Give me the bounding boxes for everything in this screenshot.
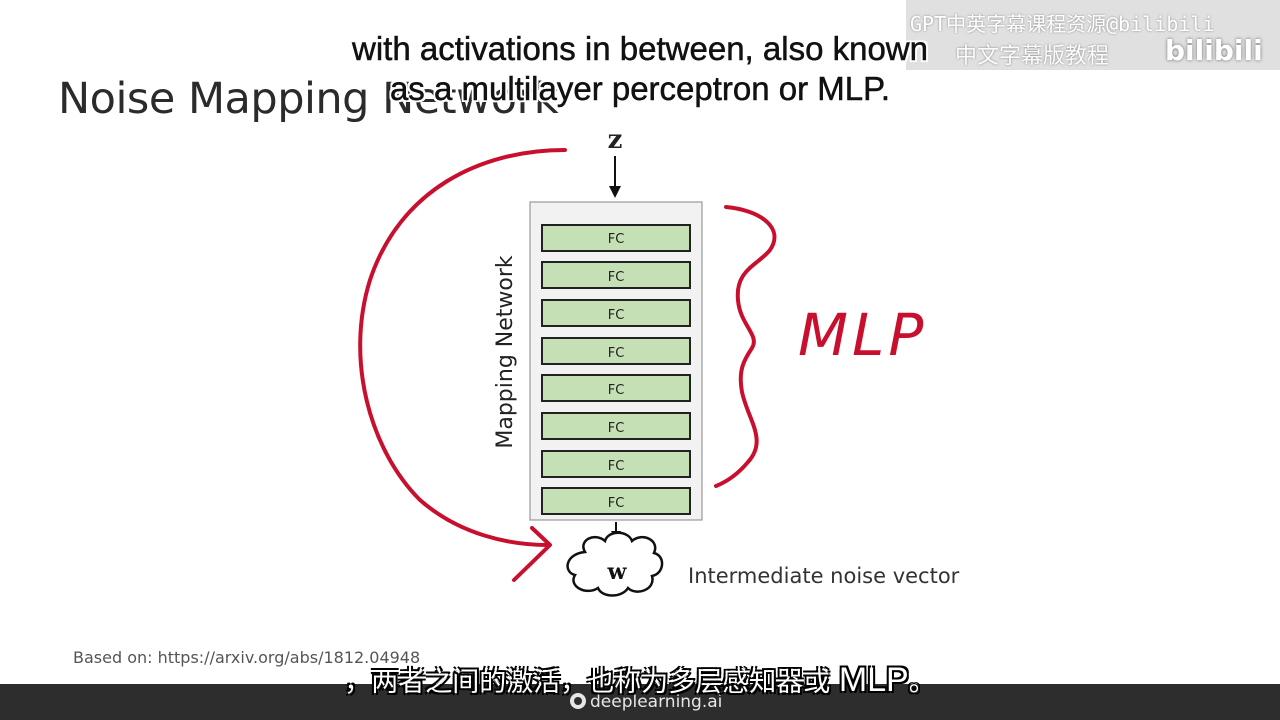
- input-arrow: [609, 156, 621, 198]
- brand-label: deeplearning.ai: [590, 692, 723, 712]
- subtitle-zh-text: ，两者之间的激活，也称为多层感知器或: [344, 667, 839, 698]
- fc-layer-label: FC: [608, 346, 625, 361]
- fc-layer-5: FC: [541, 374, 691, 402]
- fc-layer-label: FC: [608, 421, 625, 436]
- fc-layer-4: FC: [541, 337, 691, 365]
- fc-layer-6: FC: [541, 412, 691, 440]
- fc-layer-2: FC: [541, 261, 691, 289]
- fc-layer-8: FC: [541, 487, 691, 515]
- output-caption: Intermediate noise vector: [688, 564, 960, 588]
- brand: deeplearning.ai: [570, 692, 722, 712]
- fc-layer-label: FC: [608, 496, 625, 511]
- fc-layer-3: FC: [541, 299, 691, 327]
- mlp-annotation-label: MLP: [798, 301, 927, 369]
- subtitle-zh: ，两者之间的激活，也称为多层感知器或 MLP。: [0, 660, 1280, 700]
- slide-title: Noise Mapping Network: [58, 74, 559, 124]
- network-label: Mapping Network: [493, 255, 518, 449]
- source-note: Based on: https://arxiv.org/abs/1812.049…: [73, 648, 421, 667]
- fc-layer-label: FC: [608, 308, 625, 323]
- fc-layer-label: FC: [608, 232, 625, 247]
- curved-arrow-annotation: [358, 148, 567, 547]
- curved-arrowhead: [512, 526, 552, 582]
- subtitle-en-line1: with activations in between, also known: [352, 30, 929, 68]
- output-w-label: w: [607, 559, 628, 585]
- fc-layer-label: FC: [608, 459, 625, 474]
- watermark-sub: 中文字幕版教程: [955, 44, 1110, 69]
- fc-layer-7: FC: [541, 450, 691, 478]
- subtitle-en-line2: as a multilayer perceptron or MLP.: [389, 70, 891, 108]
- subtitle-zh-latin: MLP: [838, 661, 909, 699]
- input-z-label: z: [608, 125, 623, 155]
- curly-brace-annotation: [714, 205, 777, 488]
- footer-bar: [0, 684, 1280, 720]
- watermark-overlay: [906, 0, 1280, 70]
- fc-layer-label: FC: [608, 270, 625, 285]
- fc-layer-label: FC: [608, 383, 625, 398]
- subtitle-zh-end: 。: [908, 667, 936, 698]
- deeplearning-logo-icon: [570, 693, 586, 709]
- fc-layer-1: FC: [541, 224, 691, 252]
- output-cloud-shape: [566, 531, 664, 597]
- bilibili-logo: bilibili: [1165, 34, 1263, 67]
- watermark-text: GPT中英字幕课程资源@bilibili: [910, 12, 1215, 36]
